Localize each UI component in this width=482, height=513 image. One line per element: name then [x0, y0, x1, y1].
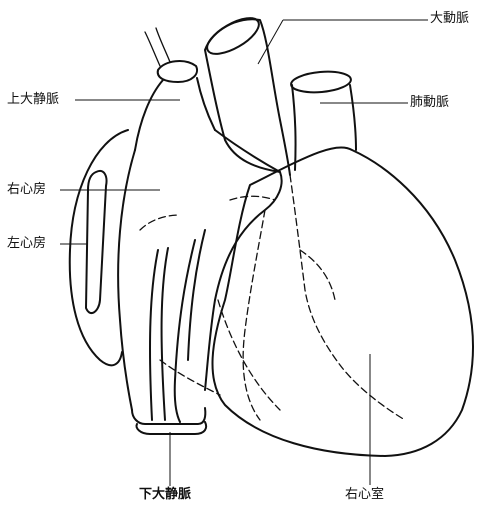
coronary-vessel-6 [140, 215, 180, 230]
label-left-atrium: 左心房 [7, 237, 46, 251]
coronary-vessel-1 [290, 175, 405, 420]
coronary-vessel-5 [230, 196, 275, 200]
label-inferior-vena-cava: 下大静脈 [139, 488, 191, 502]
label-superior-vena-cava: 上大静脈 [7, 93, 59, 107]
right-atrium-outline [118, 130, 281, 410]
pulmonary-artery-opening [290, 69, 352, 94]
coronary-vessel-7 [160, 360, 220, 395]
label-aorta: 大動脈 [430, 12, 469, 26]
coronary-vessel-4 [218, 300, 280, 410]
label-right-ventricle: 右心室 [345, 488, 384, 502]
left-atrium-slot [86, 171, 107, 313]
superior-vena-cava-outline [135, 78, 215, 150]
aorta-opening [202, 11, 264, 61]
svc-ties [145, 28, 170, 66]
label-pulmonary-artery: 肺動脈 [410, 96, 449, 110]
ventricle-outline [212, 147, 473, 456]
svc-top [158, 61, 197, 82]
ivc-vessel-lines [150, 230, 205, 422]
label-right-atrium: 右心房 [7, 183, 46, 197]
pulmonary-artery-outline [292, 85, 356, 170]
coronary-vessel-3 [300, 250, 335, 300]
ivc-tube [132, 408, 206, 434]
